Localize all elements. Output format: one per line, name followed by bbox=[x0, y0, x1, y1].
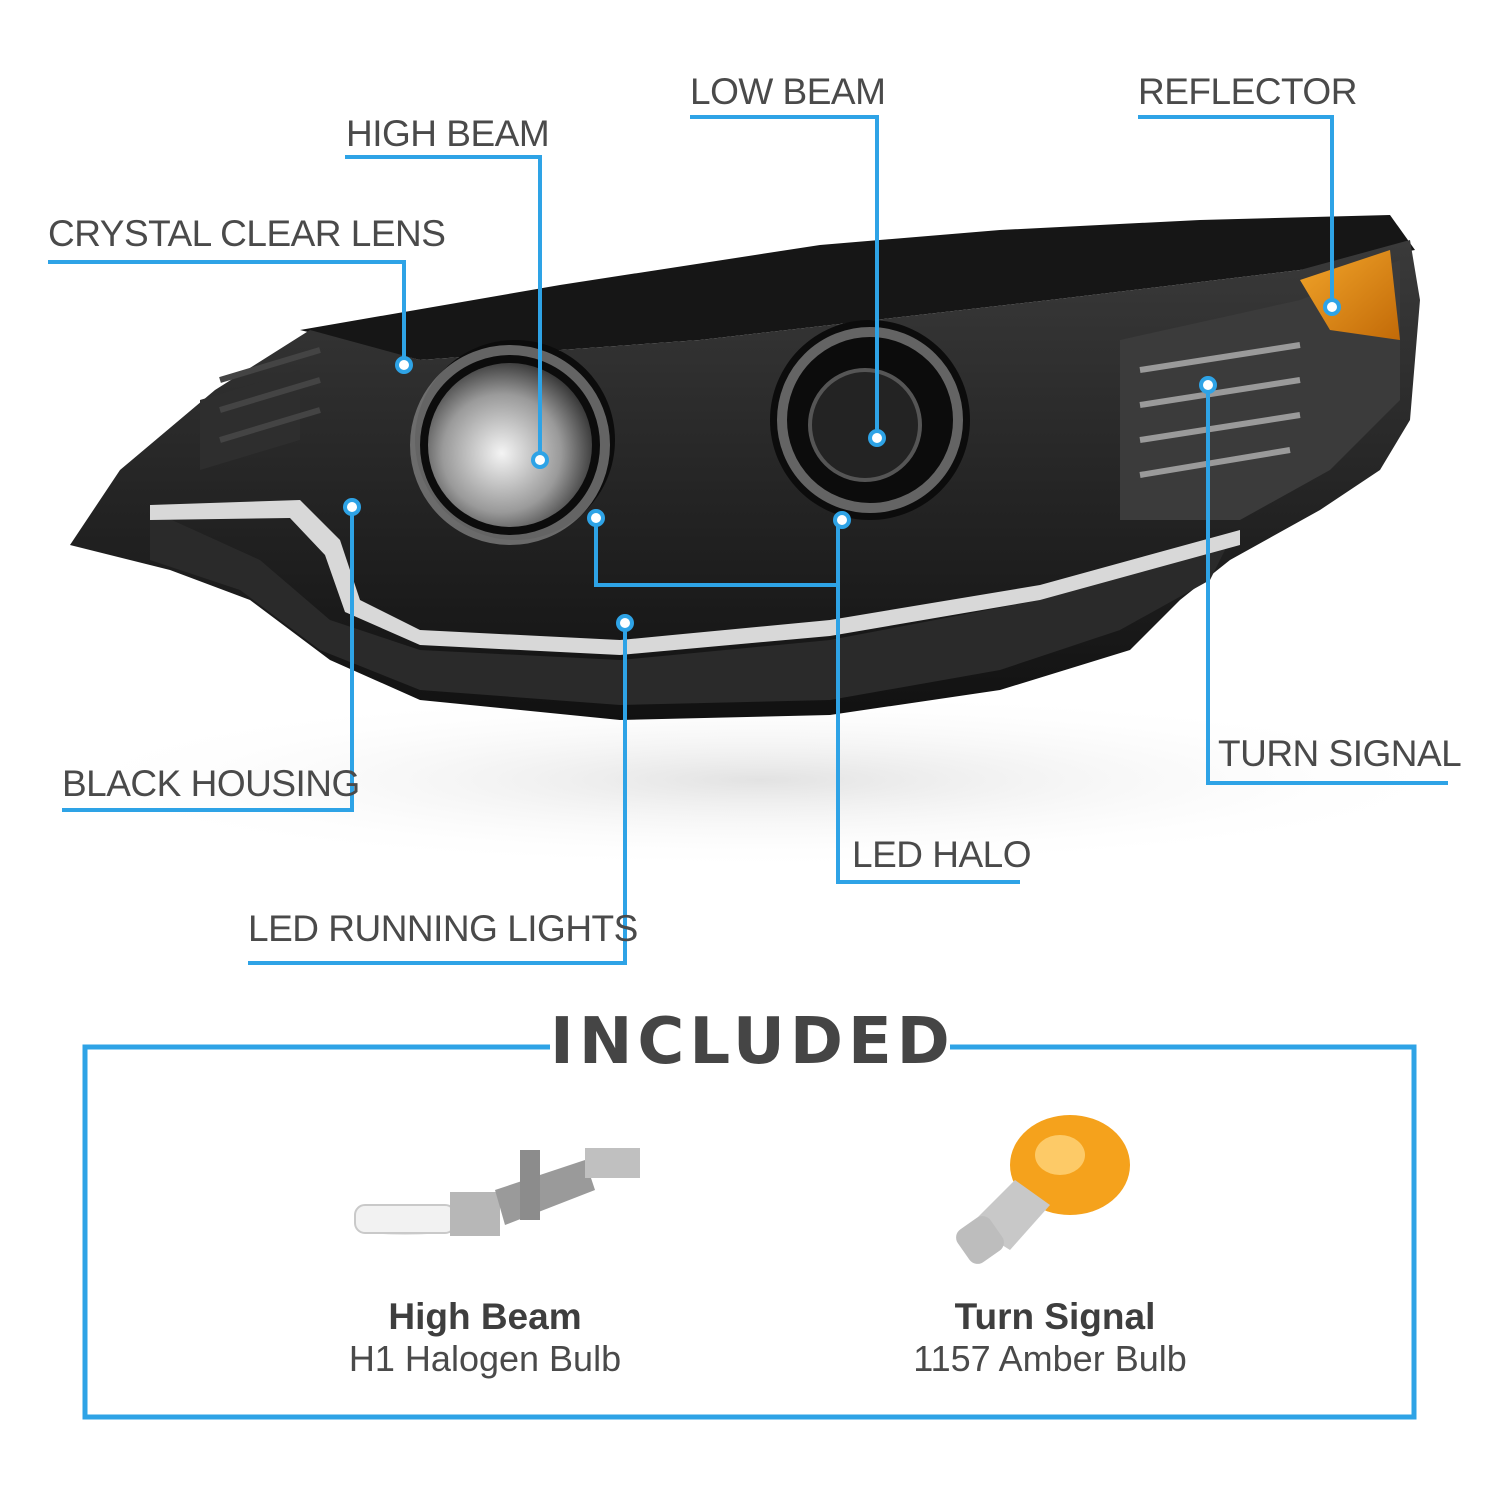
halo-left-dot bbox=[587, 509, 605, 527]
h1-halogen-bulb-icon bbox=[354, 1148, 640, 1236]
black-housing-label: BLACK HOUSING bbox=[62, 763, 360, 804]
crystal-clear-lens-label: CRYSTAL CLEAR LENS bbox=[48, 213, 446, 254]
included-item-title-high-beam: High Beam bbox=[388, 1296, 582, 1337]
led-halo-label: LED HALO bbox=[852, 834, 1032, 875]
high-beam-leader bbox=[345, 155, 542, 460]
led-running-lights-dot bbox=[616, 614, 634, 632]
turn-signal-dot bbox=[1199, 376, 1217, 394]
high-beam-dot bbox=[531, 451, 549, 469]
included-item-desc-turn-signal: 1157 Amber Bulb bbox=[913, 1338, 1187, 1379]
reflector-dot bbox=[1323, 298, 1341, 316]
callout-lines bbox=[48, 115, 1448, 965]
black-housing-dot bbox=[343, 498, 361, 516]
included-heading: INCLUDED bbox=[550, 1005, 955, 1079]
included-item-desc-high-beam: H1 Halogen Bulb bbox=[348, 1338, 622, 1379]
reflector-label: REFLECTOR bbox=[1138, 71, 1357, 112]
included-item-title-turn-signal: Turn Signal bbox=[954, 1296, 1156, 1337]
led-halo-dot bbox=[833, 511, 851, 529]
led-running-lights-label: LED RUNNING LIGHTS bbox=[248, 908, 638, 949]
low-beam-dot bbox=[868, 429, 886, 447]
turn-signal-label: TURN SIGNAL bbox=[1218, 733, 1462, 774]
reflector-leader bbox=[1138, 115, 1334, 307]
crystal-clear-lens-dot bbox=[395, 356, 413, 374]
halo-connector-line bbox=[594, 520, 838, 587]
low-beam-leader bbox=[690, 115, 879, 438]
turn-signal-leader bbox=[1206, 385, 1448, 785]
low-beam-label: LOW BEAM bbox=[690, 71, 886, 112]
led-halo-leader bbox=[836, 520, 1020, 884]
led-running-lights-leader bbox=[248, 623, 627, 965]
high-beam-label: HIGH BEAM bbox=[346, 113, 550, 154]
crystal-clear-lens-leader bbox=[48, 260, 406, 365]
amber-bulb-icon bbox=[956, 1115, 1130, 1264]
black-housing-leader bbox=[62, 507, 354, 812]
